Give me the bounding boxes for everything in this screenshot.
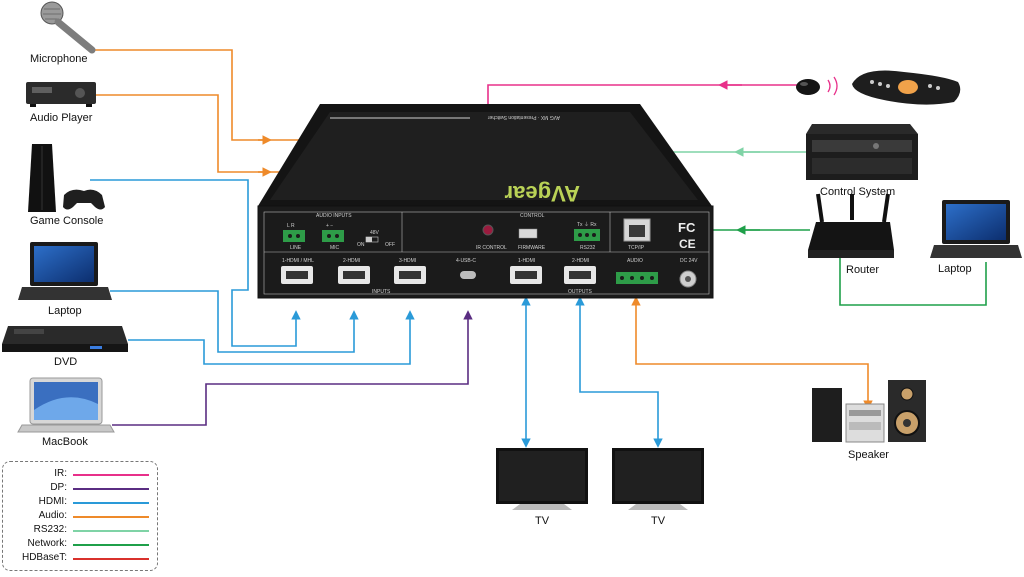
- inputs-label: INPUTS: [372, 289, 391, 295]
- speaker-icon: [812, 380, 926, 443]
- tv-icon: [496, 448, 588, 510]
- legend-label: RS232:: [33, 524, 67, 535]
- control-system-label: Control System: [820, 186, 895, 198]
- cable-game-console-hdmi: [90, 179, 301, 347]
- hdmi-in2-label: 2-HDMI: [343, 258, 360, 264]
- cable-legend: IR: DP: HDMI: Audio: RS232: Network: HDBaseT:: [2, 461, 158, 571]
- hdmi-out2-label: 2-HDMI: [572, 258, 589, 264]
- line-input-terminal[interactable]: [283, 230, 305, 242]
- firmware-label: FIRMWARE: [518, 245, 546, 251]
- audio-player-label: Audio Player: [30, 112, 93, 124]
- fc-mark: FC: [678, 220, 696, 235]
- hdmi-in3-label: 3-HDMI: [399, 258, 416, 264]
- tv2-label: TV: [651, 515, 666, 527]
- legend-row: RS232:: [3, 524, 159, 538]
- legend-line-swatch: [73, 530, 149, 532]
- control-system-icon: [806, 124, 918, 180]
- tv-icon: [612, 448, 704, 510]
- line-label: LINE: [290, 245, 302, 251]
- laptop-icon: [18, 242, 112, 300]
- cable-macbook-dp: [112, 310, 473, 426]
- legend-label: HDMI:: [38, 496, 67, 507]
- legend-line-swatch: [73, 474, 149, 476]
- cable-laptop-hdmi: [110, 290, 359, 353]
- legend-row: IR:: [3, 468, 159, 482]
- mic-polarity-label: + −: [326, 223, 333, 229]
- tv1-label: TV: [535, 515, 550, 527]
- laptop-left-label: Laptop: [48, 305, 82, 317]
- legend-line-swatch: [73, 502, 149, 504]
- legend-label: Audio:: [38, 510, 67, 521]
- phantom-48v-label: 48V: [370, 230, 380, 236]
- laptop-right-label: Laptop: [938, 263, 972, 275]
- ir-control-port[interactable]: [482, 224, 494, 236]
- macbook-icon: [17, 377, 115, 433]
- cable-audio-out-speaker: [631, 296, 873, 410]
- remote-control-icon: [852, 70, 961, 105]
- switch-off-label: OFF: [385, 242, 395, 248]
- hdmi-in1-label: 1-HDMI / MHL: [282, 258, 314, 264]
- legend-line-swatch: [73, 488, 149, 490]
- router-label: Router: [846, 264, 879, 276]
- legend-row: Audio:: [3, 510, 159, 524]
- mic-input-terminal[interactable]: [322, 230, 344, 242]
- tcpip-label: TCP/IP: [628, 245, 645, 251]
- cable-dvd-hdmi: [128, 310, 415, 365]
- rs232-pin-label: Tx ⏚ Rx: [577, 221, 597, 228]
- router-icon: [808, 193, 894, 258]
- dc24v-label: DC 24V: [680, 258, 698, 264]
- outputs-label: OUTPUTS: [568, 289, 593, 295]
- legend-row: Network:: [3, 538, 159, 552]
- legend-label: HDBaseT:: [21, 552, 67, 563]
- macbook-label: MacBook: [42, 436, 88, 448]
- legend-label: DP:: [50, 482, 67, 493]
- legend-label: Network:: [27, 538, 67, 549]
- ir-control-label: IR CONTROL: [476, 245, 507, 251]
- legend-label: IR:: [54, 468, 67, 479]
- dvd-label: DVD: [54, 356, 77, 368]
- audio-out-terminal[interactable]: [616, 272, 658, 284]
- game-console-label: Game Console: [30, 215, 103, 227]
- line-lr-label: L R: [287, 223, 295, 229]
- control-label: CONTROL: [520, 213, 545, 219]
- audio-player-icon: [26, 82, 96, 107]
- brand-logo: AVgear: [504, 181, 580, 206]
- cable-hdmi-out-tv2: [575, 296, 663, 448]
- audio-out-label: AUDIO: [627, 258, 643, 264]
- firmware-usb-port[interactable]: [518, 228, 538, 239]
- microphone-label: Microphone: [30, 53, 87, 65]
- game-console-icon: [28, 144, 105, 212]
- legend-row: HDMI:: [3, 496, 159, 510]
- legend-line-swatch: [73, 558, 149, 560]
- switch-on-label: ON: [357, 242, 365, 248]
- mic-label: MIC: [330, 245, 340, 251]
- svg-text:AVG MX · Presentation Switcher: AVG MX · Presentation Switcher: [488, 114, 560, 120]
- audio-inputs-label: AUDIO INPUTS: [316, 213, 352, 219]
- usbc-port[interactable]: [460, 271, 476, 279]
- microphone-icon: [40, 1, 96, 54]
- dvd-player-icon: [2, 326, 128, 352]
- legend-line-swatch: [73, 544, 149, 546]
- legend-line-swatch: [73, 516, 149, 518]
- ce-mark: CE: [679, 237, 696, 251]
- hdmi-out1-label: 1-HDMI: [518, 258, 535, 264]
- ir-receiver-icon: [796, 76, 838, 96]
- matrix-switcher-unit: AVG MX · Presentation Switcher AVgear AU…: [257, 104, 714, 299]
- rs232-label: RS232: [580, 245, 596, 251]
- laptop-icon: [930, 200, 1022, 258]
- usbc-label: 4-USB-C: [456, 258, 476, 264]
- legend-row: HDBaseT:: [3, 552, 159, 566]
- legend-row: DP:: [3, 482, 159, 496]
- speaker-label: Speaker: [848, 449, 889, 461]
